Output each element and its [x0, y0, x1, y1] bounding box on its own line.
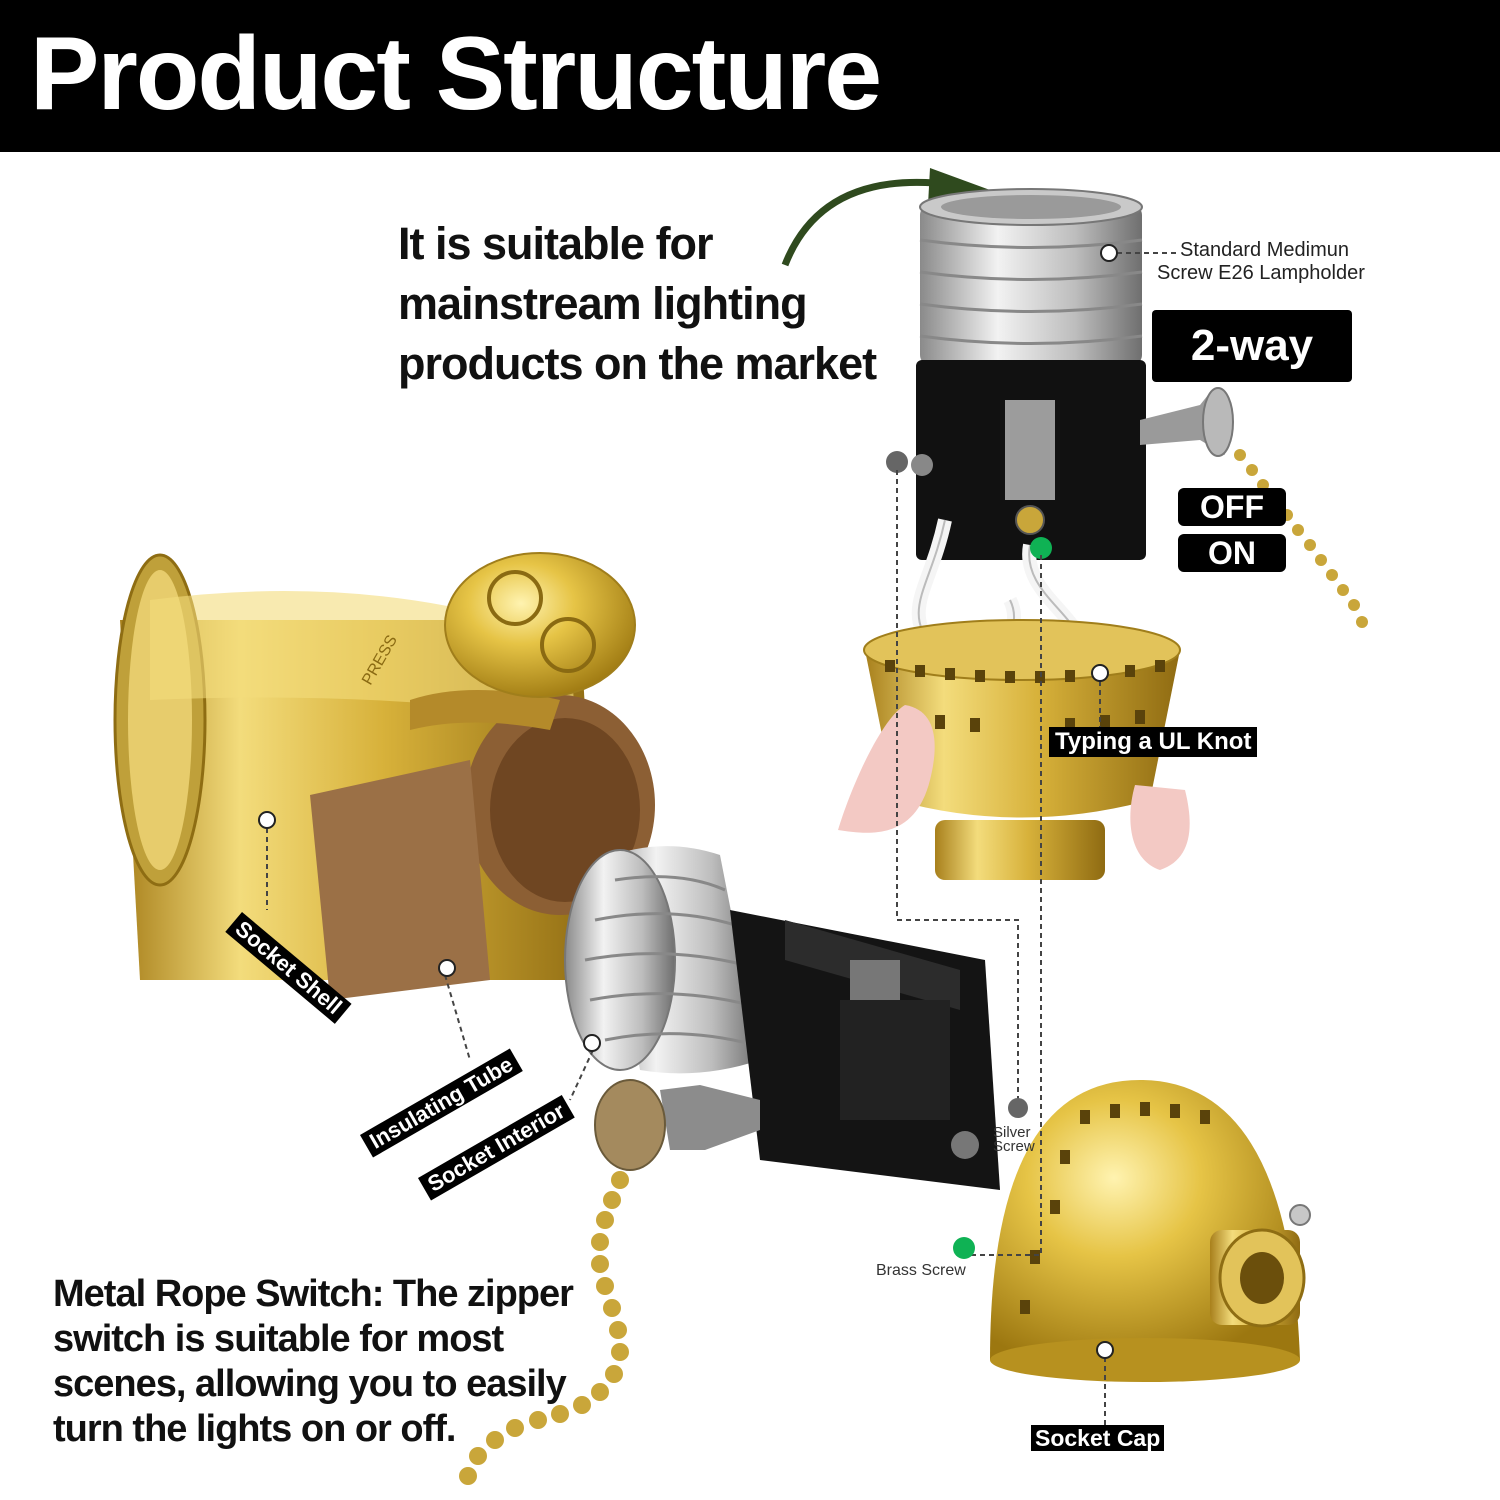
silver-screw-label-2: Screw	[993, 1138, 1035, 1155]
interior-threads	[584, 875, 756, 1047]
two-way-badge: 2-way	[1152, 310, 1352, 382]
title-banner: Product Structure	[0, 0, 1500, 152]
ul-knot-label: Typing a UL Knot	[1049, 727, 1258, 757]
silver-screw-label-1: Silver	[993, 1124, 1031, 1141]
page-title: Product Structure	[30, 16, 882, 132]
switch-text-line-3: scenes, allowing you to easily	[53, 1363, 567, 1405]
top-lampholder	[838, 188, 1368, 880]
switch-text-line-1: Metal Rope Switch: The zipper	[53, 1273, 574, 1315]
switch-text-line-2: switch is suitable for most	[53, 1318, 504, 1360]
pull-chain-left	[459, 1171, 629, 1485]
thread-lines	[919, 238, 1143, 345]
socket-interior	[459, 846, 1000, 1485]
lampholder-label-line-2: Screw E26 Lampholder	[1157, 262, 1365, 284]
off-label: OFF	[1178, 488, 1286, 526]
cap-notches-bottom	[1020, 1102, 1210, 1314]
ul-badge	[444, 552, 636, 698]
switch-text-line-4: turn the lights on or off.	[53, 1408, 456, 1450]
lampholder-label-line-1: Standard Medimun	[1180, 239, 1349, 261]
brass-screw-label: Brass Screw	[876, 1262, 966, 1279]
intro-line-1: It is suitable for	[398, 218, 714, 269]
intro-line-3: products on the market	[398, 338, 877, 389]
leader-lines	[266, 252, 1180, 1425]
marker-circles	[258, 244, 1118, 1359]
intro-line-2: mainstream lighting	[398, 278, 808, 329]
socket-cap-label: Socket Cap	[1031, 1425, 1165, 1451]
socket-cap	[990, 1080, 1311, 1382]
on-label: ON	[1178, 534, 1286, 572]
